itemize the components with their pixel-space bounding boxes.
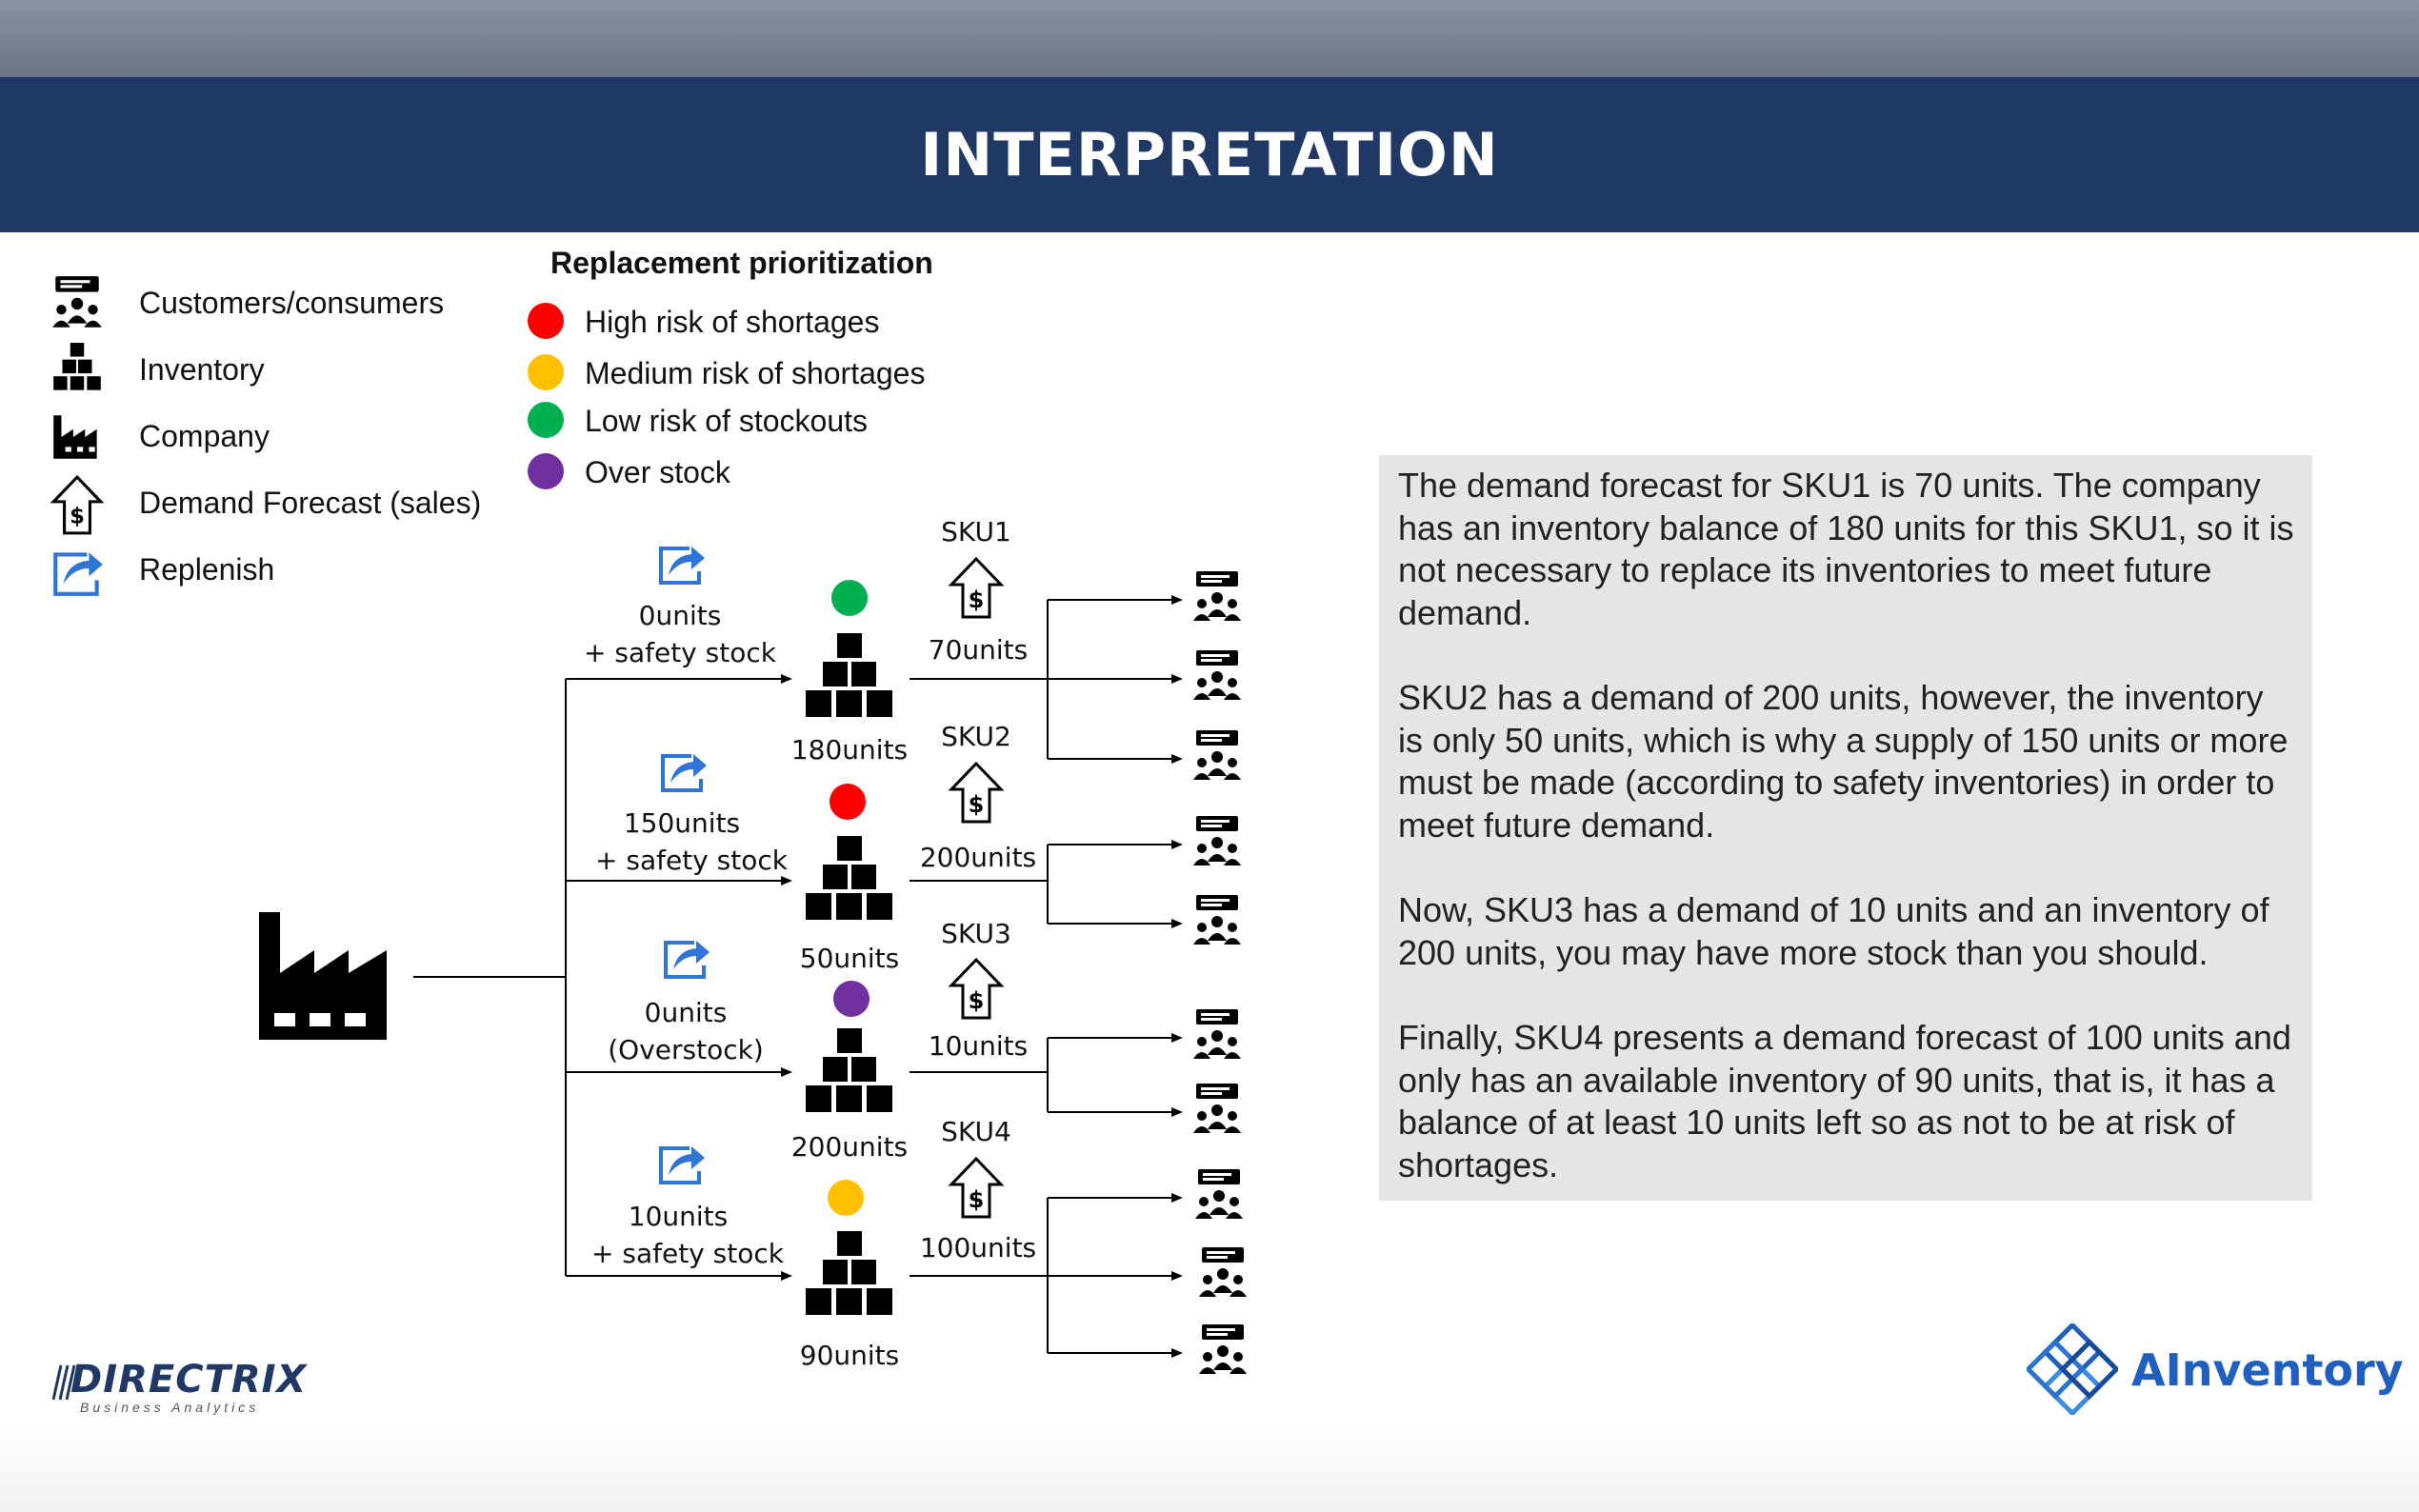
replenish-note: + safety stock: [584, 637, 777, 668]
sku-name: SKU3: [941, 918, 1011, 949]
status-dot-green: [831, 580, 868, 616]
inventory-amount: 90units: [800, 1340, 899, 1371]
replenish-amount: 10units: [629, 1201, 728, 1232]
replenish-icon: [659, 545, 707, 585]
replenish-note: + safety stock: [591, 1238, 785, 1269]
ainventory-diamond-icon: [2027, 1323, 2118, 1415]
replenish-amount: 150units: [624, 807, 740, 839]
forecast-amount: 10units: [929, 1030, 1028, 1062]
sku1-branch: 0units + safety stock 180units SKU1 70un…: [584, 516, 1241, 780]
replenish-icon: [53, 552, 103, 596]
customers-icon: [1195, 1169, 1243, 1219]
distribution-lines: [413, 595, 1183, 1358]
priority-label: Medium risk of shortages: [585, 356, 926, 390]
directrix-tagline: Business Analytics: [80, 1400, 260, 1415]
priority-item-high: High risk of shortages: [528, 299, 966, 341]
top-gradient-bar: [0, 0, 2419, 77]
title-banner: INTERPRETATION: [0, 77, 2419, 232]
replenish-icon: [661, 752, 709, 792]
priority-item-low: Low risk of stockouts: [528, 398, 966, 440]
customers-icon: [1199, 1324, 1247, 1374]
status-dot-yellow: [828, 1180, 864, 1216]
company-factory-icon: [259, 912, 387, 1040]
inventory-icon: [806, 1028, 892, 1112]
legend-item-company: Company: [48, 408, 543, 465]
forecast-amount: 100units: [920, 1232, 1036, 1263]
sku2-branch: 150units + safety stock 50units SKU2 200…: [595, 721, 1241, 974]
legend-item-replenish: Replenish: [48, 541, 543, 598]
customers-icon: [1193, 650, 1241, 700]
purple-dot-icon: [528, 453, 564, 489]
legend-item-demand-forecast: $ Demand Forecast (sales): [48, 474, 543, 535]
customers-icon: [1193, 1084, 1241, 1133]
priority-item-medium: Medium risk of shortages: [528, 350, 966, 392]
explanation-panel: The demand forecast for SKU1 is 70 units…: [1379, 455, 2312, 1201]
legend-label: Demand Forecast (sales): [139, 486, 482, 520]
customers-icon: [1193, 571, 1241, 621]
status-dot-red: [830, 784, 866, 820]
explanation-paragraph: SKU2 has a demand of 200 units, however,…: [1398, 678, 2289, 845]
replenish-amount: 0units: [639, 600, 722, 631]
replenish-icon: [659, 1144, 707, 1184]
ainventory-logo: AInventory: [2027, 1323, 2404, 1419]
customers-icon: [52, 276, 102, 328]
customers-icon: [1193, 1009, 1241, 1059]
customers-icon: [1193, 816, 1241, 865]
inventory-amount: 200units: [791, 1131, 908, 1163]
demand-forecast-icon: [950, 958, 1003, 1020]
speed-lines-icon: [51, 1364, 76, 1401]
demand-forecast-icon: $: [50, 474, 105, 535]
sku-name: SKU4: [941, 1116, 1011, 1147]
yellow-dot-icon: [528, 354, 564, 390]
legend-item-customers: Customers/consumers: [48, 274, 543, 331]
legend-item-inventory: Inventory: [48, 341, 543, 398]
customers-icon: [1193, 895, 1241, 945]
sku3-branch: 0units (Overstock) 200units SKU3 10units: [608, 918, 1241, 1163]
sku-name: SKU1: [941, 516, 1011, 547]
green-dot-icon: [528, 402, 564, 438]
inventory-icon: [806, 1231, 892, 1315]
sku-name: SKU2: [941, 721, 1011, 752]
replenish-amount: 0units: [645, 997, 728, 1028]
customers-icon: [1193, 730, 1241, 780]
company-icon: [53, 415, 97, 459]
ainventory-wordmark: AInventory: [2131, 1344, 2404, 1396]
directrix-wordmark: DIRECTRIX: [70, 1358, 308, 1402]
priority-label: Low risk of stockouts: [585, 404, 868, 438]
red-dot-icon: [528, 303, 564, 339]
inventory-icon: [53, 343, 101, 390]
prioritization-title: Replacement prioritization: [550, 246, 933, 280]
demand-forecast-icon: [950, 1157, 1003, 1219]
forecast-amount: 200units: [920, 842, 1036, 873]
replenish-note: (Overstock): [608, 1034, 764, 1065]
inventory-amount: 50units: [800, 943, 899, 974]
explanation-paragraph: Finally, SKU4 presents a demand forecast…: [1398, 1018, 2291, 1184]
sku4-branch: 10units + safety stock 90units SKU4 100u…: [591, 1116, 1247, 1374]
legend-label: Inventory: [139, 352, 265, 387]
inventory-amount: 180units: [791, 734, 908, 766]
status-dot-purple: [833, 981, 870, 1017]
directrix-logo: DIRECTRIX Business Analytics: [48, 1358, 314, 1415]
legend-label: Company: [139, 419, 270, 453]
priority-label: Over stock: [585, 455, 730, 489]
svg-text:$: $: [70, 505, 85, 529]
explanation-paragraph: Now, SKU3 has a demand of 10 units and a…: [1398, 890, 2269, 972]
inventory-icon: [806, 836, 892, 920]
legend-label: Customers/consumers: [139, 286, 445, 320]
priority-label: High risk of shortages: [585, 305, 880, 339]
replenish-note: + safety stock: [595, 845, 789, 876]
legend-label: Replenish: [139, 552, 275, 587]
priority-item-overstock: Over stock: [528, 449, 966, 491]
demand-forecast-icon: [950, 762, 1003, 824]
customers-icon: [1199, 1247, 1247, 1297]
replenish-icon: [664, 939, 711, 979]
page-title: INTERPRETATION: [920, 120, 1499, 189]
demand-forecast-icon: [950, 557, 1003, 619]
explanation-paragraph: The demand forecast for SKU1 is 70 units…: [1398, 466, 2294, 632]
forecast-amount: 70units: [929, 634, 1028, 666]
inventory-icon: [806, 633, 892, 717]
